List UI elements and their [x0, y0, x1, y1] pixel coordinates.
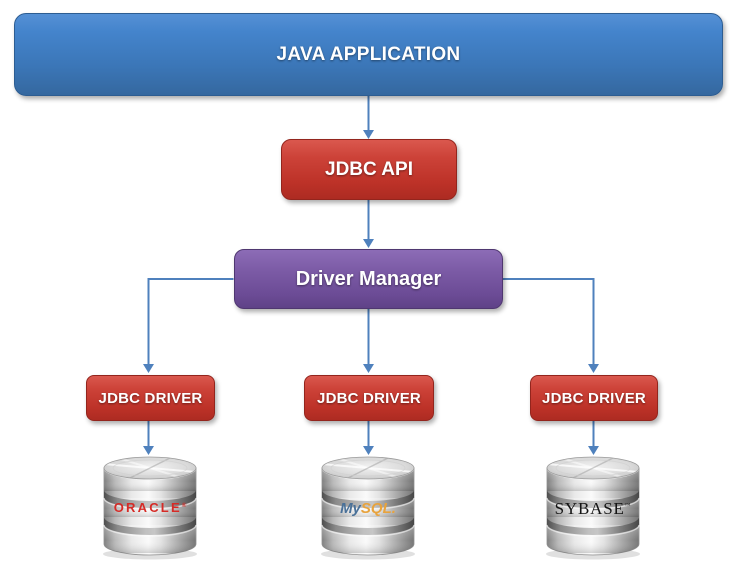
mysql-label-sql: SQL.	[361, 500, 396, 517]
jdbc-driver-label-right: JDBC DRIVER	[542, 389, 646, 407]
java-application-node: JAVA APPLICATION	[14, 13, 723, 96]
jdbc-driver-label-center: JDBC DRIVER	[317, 389, 421, 407]
sybase-database-icon: SYBASE™	[546, 456, 640, 560]
arrowhead-manager-to-driver-left	[143, 364, 154, 373]
oracle-trademark: ®	[182, 502, 187, 509]
cylinder-shine	[548, 457, 638, 479]
jdbc-api-node: JDBC API	[281, 139, 457, 200]
jdbc-driver-node-center: JDBC DRIVER	[304, 375, 434, 421]
mysql-database-icon: MySQL.	[321, 456, 415, 560]
arrowhead-api-to-manager	[363, 239, 374, 248]
arrow-manager-to-driver-right	[501, 278, 595, 364]
cylinder-shine	[105, 457, 195, 479]
arrowhead-driver-to-sybase	[588, 446, 599, 455]
sybase-label: SYBASE™	[555, 499, 632, 518]
arrowhead-java-to-api	[363, 130, 374, 139]
jdbc-driver-label-left: JDBC DRIVER	[98, 389, 203, 407]
mysql-label-my: My	[340, 500, 361, 517]
oracle-database-icon: ORACLE®	[103, 456, 197, 560]
oracle-label: ORACLE®	[114, 500, 187, 515]
arrowhead-driver-to-oracle	[143, 446, 154, 455]
mysql-label: MySQL.	[340, 500, 396, 517]
arrowhead-driver-to-mysql	[363, 446, 374, 455]
jdbc-driver-node-left: JDBC DRIVER	[86, 375, 215, 421]
arrowhead-manager-to-driver-center	[363, 364, 374, 373]
sybase-trademark: ™	[625, 503, 632, 509]
arrow-manager-to-driver-left	[147, 278, 234, 364]
driver-manager-label: Driver Manager	[295, 267, 442, 290]
jdbc-api-label: JDBC API	[325, 158, 413, 180]
driver-manager-node: Driver Manager	[234, 249, 503, 309]
jdbc-driver-node-right: JDBC DRIVER	[530, 375, 658, 421]
java-application-label: JAVA APPLICATION	[276, 43, 461, 65]
cylinder-shine	[323, 457, 413, 479]
arrowhead-manager-to-driver-right	[588, 364, 599, 373]
